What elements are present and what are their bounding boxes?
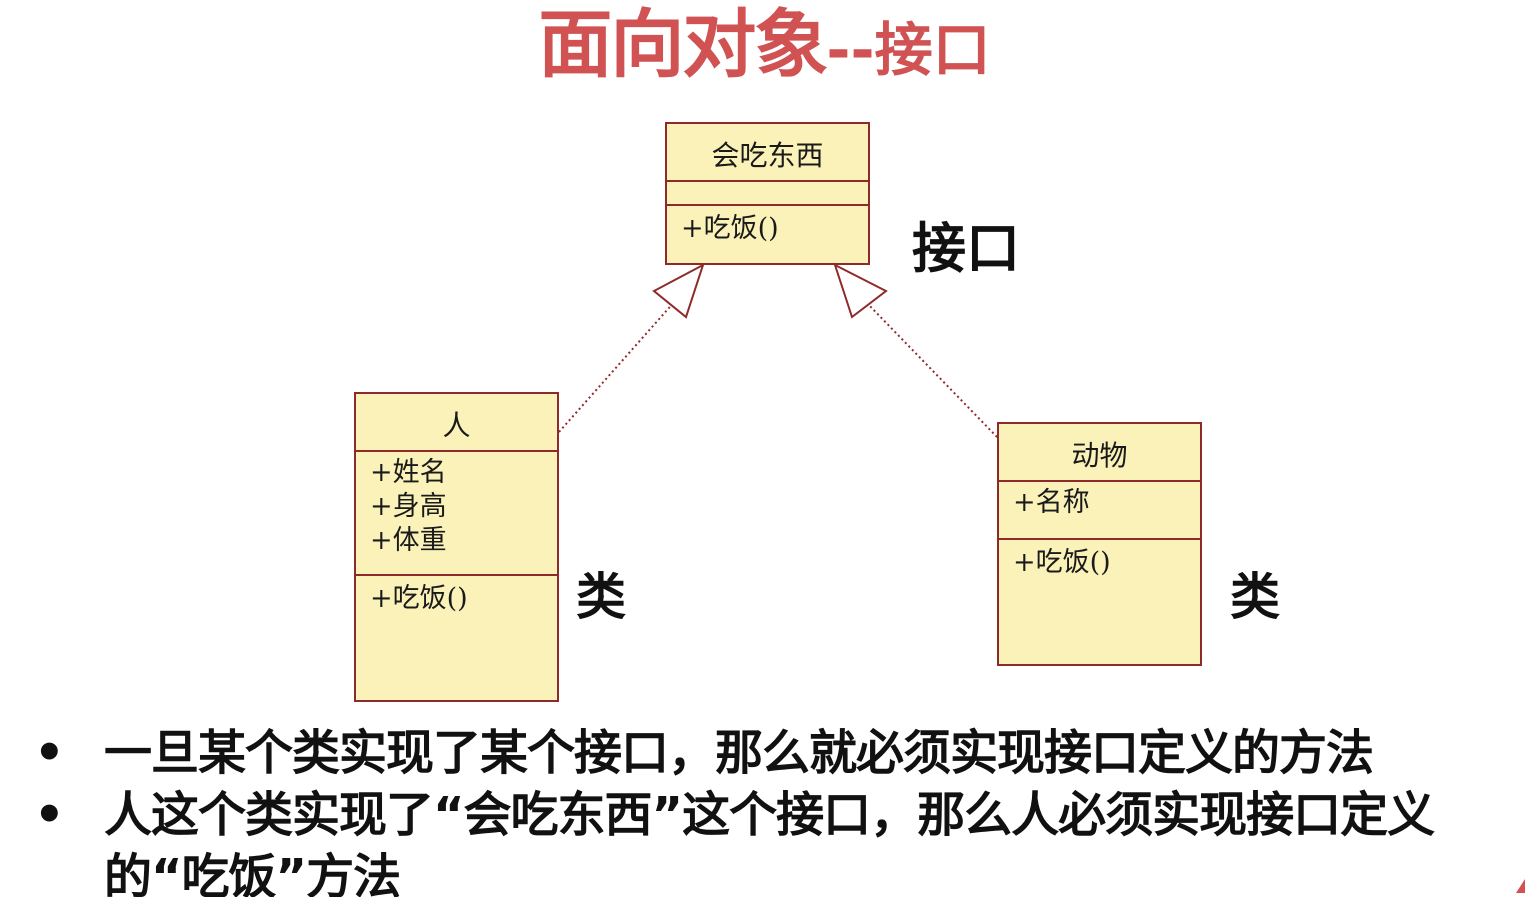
- interface-operation: +吃饭(): [681, 213, 779, 244]
- animal-class-label: 类: [1230, 568, 1280, 626]
- person-realization-arrowhead: [652, 262, 705, 319]
- animal-operation: +吃饭(): [1013, 547, 1111, 578]
- interface-operations: +吃饭(): [667, 206, 868, 246]
- class-box-person: 人 +姓名 +身高 +体重 +吃饭(): [354, 392, 559, 702]
- animal-realization-arrowhead: [833, 263, 888, 319]
- animal-class-name: 动物: [999, 424, 1200, 482]
- person-attribute: +身高: [370, 491, 447, 522]
- interface-name: 会吃东西: [667, 124, 868, 182]
- animal-realization-line: [864, 300, 998, 438]
- animal-attribute: +名称: [1013, 487, 1090, 518]
- bullet-marker: •: [34, 787, 65, 843]
- bullet-marker: •: [34, 725, 65, 781]
- person-attribute: +体重: [370, 525, 447, 556]
- animal-operations: +吃饭(): [999, 540, 1200, 580]
- person-realization-line: [558, 299, 677, 433]
- bullet-item: • 人这个类实现了“会吃东西”这个接口，那么人必须实现接口定义的“吃饭”方法: [30, 784, 1525, 897]
- interface-attributes: [667, 182, 868, 206]
- corner-marker-icon: [1516, 879, 1525, 893]
- person-class-name: 人: [356, 394, 557, 452]
- bullet-item: • 一旦某个类实现了某个接口，那么就必须实现接口定义的方法: [30, 722, 1525, 784]
- person-operations: +吃饭(): [356, 576, 557, 616]
- class-box-animal: 动物 +名称 +吃饭(): [997, 422, 1202, 666]
- interface-label: 接口: [912, 217, 1020, 280]
- animal-attributes: +名称: [999, 482, 1200, 540]
- bullet-text: 一旦某个类实现了某个接口，那么就必须实现接口定义的方法: [104, 725, 1374, 781]
- person-attribute: +姓名: [370, 457, 447, 488]
- person-operation: +吃饭(): [370, 583, 468, 614]
- slide-title-sub: --接口: [826, 16, 991, 84]
- interface-box-eat: 会吃东西 +吃饭(): [665, 122, 870, 265]
- slide-title-main: 面向对象: [538, 2, 828, 88]
- person-attributes: +姓名 +身高 +体重: [356, 452, 557, 576]
- slide-title: 面向对象--接口: [0, 8, 1529, 82]
- bullet-text: 人这个类实现了“会吃东西”这个接口，那么人必须实现接口定义的“吃饭”方法: [104, 787, 1435, 897]
- bullet-list: • 一旦某个类实现了某个接口，那么就必须实现接口定义的方法 • 人这个类实现了“…: [30, 722, 1525, 897]
- person-class-label: 类: [576, 568, 626, 626]
